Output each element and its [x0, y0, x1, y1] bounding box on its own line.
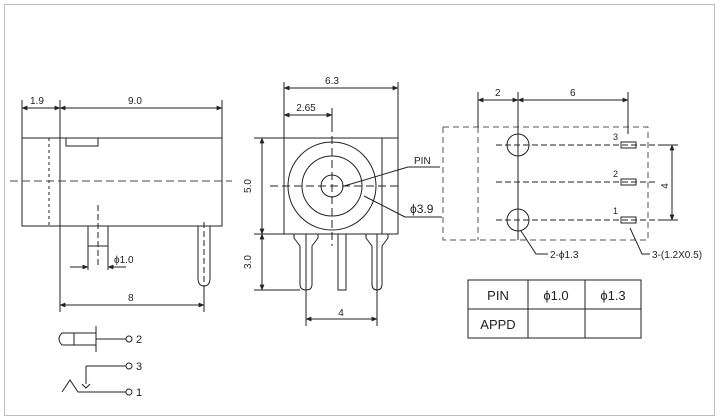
- dim-front-offset: 2.65: [296, 103, 316, 114]
- schematic-pin-2: 2: [136, 334, 142, 346]
- label-pin: PIN: [414, 156, 431, 167]
- sheet-border: [4, 4, 715, 416]
- top-slot: [65, 137, 99, 147]
- jack-body-side: [21, 137, 223, 227]
- dim-pcb-left: 2: [495, 88, 501, 99]
- front-pin-center: [337, 233, 347, 291]
- pcb-pin-2: 2: [613, 169, 618, 179]
- pin-2-terminal: [125, 335, 133, 343]
- plug-tip: [58, 332, 75, 346]
- pcb-footprint: [442, 92, 678, 255]
- dim-front-pin-pitch: 4: [338, 308, 344, 319]
- side-view: [10, 100, 232, 312]
- slot-1: [620, 216, 637, 224]
- footprint-outline: [442, 126, 649, 241]
- mount-hole-bottom: [506, 208, 530, 232]
- pcb-pin-1: 1: [613, 206, 618, 216]
- dim-side-length: 9.0: [128, 96, 142, 107]
- pin-3-terminal: [125, 362, 133, 370]
- schematic-pin-3: 3: [136, 361, 142, 373]
- table-header-d10: ϕ1.0: [543, 288, 568, 303]
- slot-2: [620, 178, 637, 186]
- table-header-pin: PIN: [487, 288, 509, 303]
- dim-pcb-height: 4: [660, 183, 671, 189]
- mount-hole-top: [506, 133, 530, 157]
- dim-side-pin-dia: ϕ1.0: [114, 255, 134, 266]
- dim-pcb-right: 6: [570, 88, 576, 99]
- dim-pcb-slots: 3-(1.2X0.5): [652, 250, 702, 261]
- pcb-pin-3: 3: [613, 132, 618, 142]
- dim-side-flange: 1.9: [30, 96, 44, 107]
- table-header-d13: ϕ1.3: [600, 288, 625, 303]
- table-row-label: APPD: [480, 317, 515, 332]
- dim-front-hole: ϕ3.9: [410, 202, 434, 216]
- pin-1-terminal: [125, 388, 133, 396]
- dim-front-height: 5.0: [243, 179, 254, 193]
- dim-front-pin-length: 3.0: [243, 255, 254, 269]
- pin-table: [467, 279, 642, 339]
- schematic-symbol: [58, 326, 133, 396]
- dim-side-pin-span: 8: [128, 293, 134, 304]
- dim-pcb-holes: 2-ϕ1.3: [550, 250, 579, 261]
- dim-front-width: 6.3: [325, 76, 339, 87]
- slot-3: [620, 141, 637, 149]
- front-view: [254, 82, 442, 326]
- schematic-pin-1: 1: [136, 387, 142, 399]
